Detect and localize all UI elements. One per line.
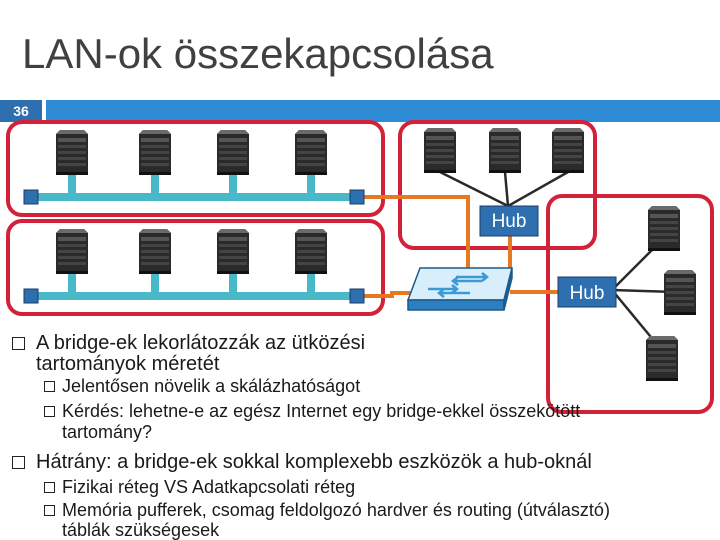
collision-domain-bottom-right: [546, 194, 714, 414]
slide-number: 36: [0, 100, 42, 122]
computer-icon: [552, 128, 584, 173]
computer-icon: [295, 229, 327, 274]
collision-domain-top-right: [398, 120, 597, 250]
computer-icon: [646, 336, 678, 381]
collision-domain-bottom-left: [6, 219, 385, 316]
bottom-bus: [23, 274, 365, 304]
hub-bottom: [557, 276, 617, 308]
computer-icon: [664, 270, 696, 315]
computer-icon: [217, 130, 249, 175]
computer-icon: [295, 130, 327, 175]
page-title: LAN-ok összekapcsolása: [22, 30, 494, 77]
computer-icon: [56, 229, 88, 274]
computer-icon: [489, 128, 521, 173]
hub-top: [479, 205, 539, 237]
computer-icon: [56, 130, 88, 175]
computer-icon: [217, 229, 249, 274]
computer-icon: [648, 206, 680, 251]
top-hub-links: [439, 170, 569, 208]
collision-domain-top-left: [6, 120, 385, 217]
computer-icon: [139, 130, 171, 175]
header-bar: [46, 100, 720, 122]
hub-top-label: Hub: [492, 211, 527, 232]
computer-icon: [424, 128, 456, 173]
top-bus: [23, 175, 365, 205]
computer-icon: [139, 229, 171, 274]
hub-bottom-label: Hub: [570, 283, 605, 304]
bridge-switch-icon: [406, 267, 513, 311]
